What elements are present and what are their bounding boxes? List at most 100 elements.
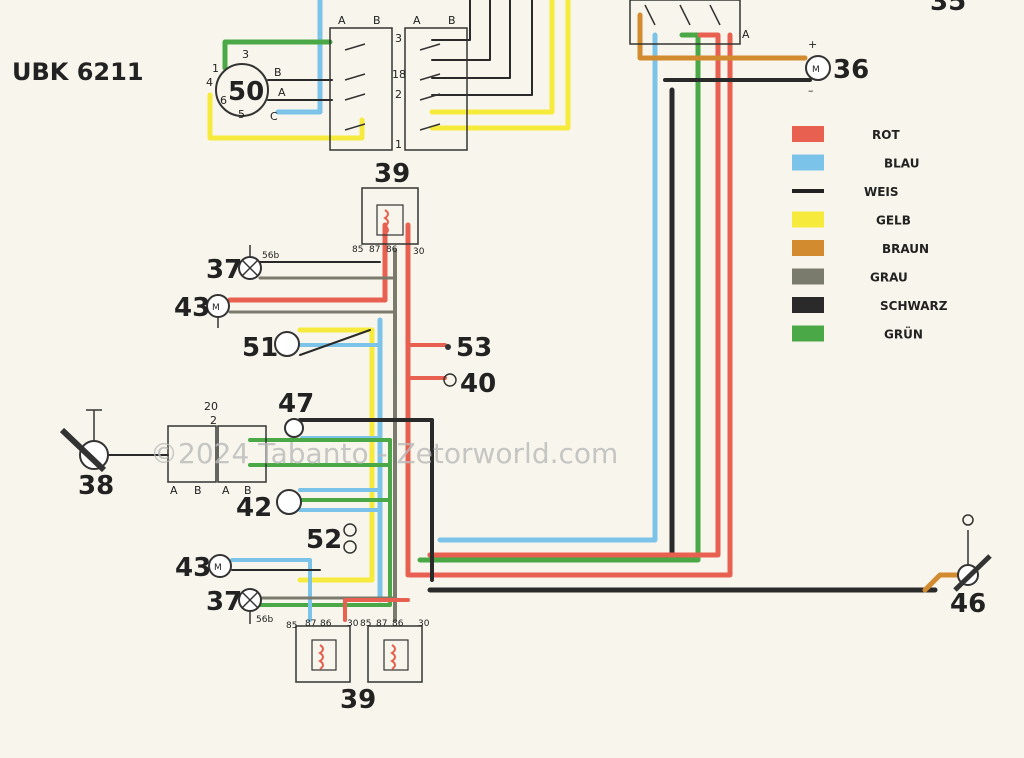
- diagram-title: UBK 6211: [12, 58, 144, 86]
- wire-brown-36: [637, 12, 808, 61]
- wire-yellow-right2: [429, 0, 555, 115]
- pin-label-30: 30: [418, 619, 430, 629]
- component-37-bottom: 37 56b: [206, 587, 273, 625]
- legend-swatch-braun: [792, 240, 824, 256]
- component-label-37: 37: [206, 255, 242, 285]
- wire-black-top1: [431, 0, 471, 41]
- wire-yellow-right: [429, 0, 571, 131]
- wire-red-trunk-1: [427, 32, 721, 558]
- wire-yellow-central2: [297, 327, 375, 583]
- legend-swatch-gelb: [792, 211, 824, 228]
- component-52: 52: [306, 523, 357, 555]
- wire-black-trunk: [427, 87, 675, 558]
- component-40: 40: [443, 369, 496, 399]
- legend-label: GELB: [876, 214, 911, 228]
- pin-label-20: 20: [204, 400, 218, 413]
- wire-blue-43bot: [230, 558, 312, 622]
- pin-label-a: A: [278, 86, 286, 99]
- component-label-40: 40: [460, 369, 496, 399]
- motor-symbol: M: [212, 303, 220, 313]
- wire-green-trunk: [417, 32, 701, 563]
- wire-black-top3: [431, 0, 511, 79]
- pin-label-plus: +: [808, 38, 817, 51]
- component-label-38: 38: [78, 471, 114, 501]
- component-label-36: 36: [833, 55, 869, 85]
- component-50: 50 3 1 4 6 5 B A C: [206, 48, 286, 123]
- wire-blue-trunk: [437, 32, 658, 543]
- pin-label-87: 87: [376, 619, 387, 629]
- pin-label-b: B: [244, 484, 252, 497]
- pin-label-2: 2: [395, 88, 402, 101]
- relay-39-bottom-right: 85 87 86 30 39: [340, 619, 430, 715]
- component-label-35: 35: [930, 0, 966, 17]
- component-label-39: 39: [374, 159, 410, 189]
- pin-label-86: 86: [320, 619, 332, 629]
- pin-label-3: 3: [395, 32, 402, 45]
- pin-label-b: B: [194, 484, 202, 497]
- watermark: ©2024 Tabanto - Zetorworld.com: [150, 437, 618, 470]
- pin-label-85: 85: [360, 619, 371, 629]
- pin-label-b: B: [373, 14, 381, 27]
- legend-swatch-rot: [792, 126, 824, 142]
- pin-label-a: A: [222, 484, 230, 497]
- component-label-50: 50: [228, 77, 264, 107]
- wire-green-50-to-switch: [222, 39, 333, 71]
- wire-red-trunk-2: [407, 32, 733, 578]
- motor-symbol: M: [214, 563, 222, 573]
- legend-swatch-weis: [792, 189, 824, 193]
- wire-black-central: [298, 418, 434, 582]
- pin-label-86: 86: [386, 245, 398, 255]
- legend-swatch-grün: [792, 325, 824, 342]
- wire-black-51: [299, 329, 371, 356]
- legend-label: WEIS: [864, 185, 899, 199]
- relay-39-top: 39 85 87 86 30: [352, 159, 425, 257]
- wire-green-central: [258, 438, 392, 607]
- pin-label-a: A: [742, 28, 750, 41]
- pin-label-a: A: [338, 14, 346, 27]
- motor-symbol: M: [812, 65, 820, 75]
- component-label-46: 46: [950, 589, 986, 619]
- component-label-39: 39: [340, 685, 376, 715]
- legend-label: ROT: [872, 128, 900, 142]
- component-47: 47: [278, 389, 314, 438]
- component-label-53: 53: [456, 333, 492, 363]
- pin-label-56b: 56b: [256, 615, 273, 625]
- component-36: M + – 36: [805, 38, 869, 97]
- top-switch-right: A B 3 18 2 1: [392, 14, 468, 151]
- pin-label-18: 18: [392, 68, 406, 81]
- component-label-47: 47: [278, 389, 314, 419]
- wire-black-top4: [431, 0, 533, 96]
- component-51: 51: [242, 331, 300, 363]
- top-switch-left: A B: [329, 14, 393, 151]
- legend-swatch-schwarz: [792, 297, 824, 313]
- pin-label-a: A: [413, 14, 421, 27]
- component-43-top: M 43: [174, 293, 230, 328]
- wire-brown-46: [922, 572, 963, 593]
- wire-yellow-50-loop: [207, 92, 365, 141]
- relay-39-bottom-left: 85 87 86 30: [286, 619, 359, 683]
- pin-label-30: 30: [347, 619, 359, 629]
- pin-label-b: B: [448, 14, 456, 27]
- pin-label-b: B: [274, 66, 282, 79]
- pin-label-85: 85: [352, 245, 363, 255]
- legend-label: SCHWARZ: [880, 299, 948, 313]
- pin-label-c: C: [270, 110, 278, 123]
- component-label-42: 42: [236, 493, 272, 523]
- pin-label-87: 87: [369, 245, 380, 255]
- pin-label-86: 86: [392, 619, 404, 629]
- pin-label-minus: –: [808, 84, 814, 97]
- component-label-51: 51: [242, 333, 278, 363]
- pin-label-87: 87: [305, 619, 316, 629]
- pin-label-4: 4: [206, 76, 213, 89]
- pin-label-1: 1: [395, 138, 402, 151]
- pin-label-a: A: [170, 484, 178, 497]
- component-label-43: 43: [174, 293, 210, 323]
- wire-red-39bot: [343, 598, 410, 622]
- pin-label-3: 3: [242, 48, 249, 61]
- pin-label-85: 85: [286, 621, 297, 631]
- legend-swatch-blau: [792, 154, 824, 171]
- legend-label: BRAUN: [882, 242, 929, 256]
- component-37-top: 37 56b: [206, 245, 279, 285]
- pin-label-30: 30: [413, 247, 425, 257]
